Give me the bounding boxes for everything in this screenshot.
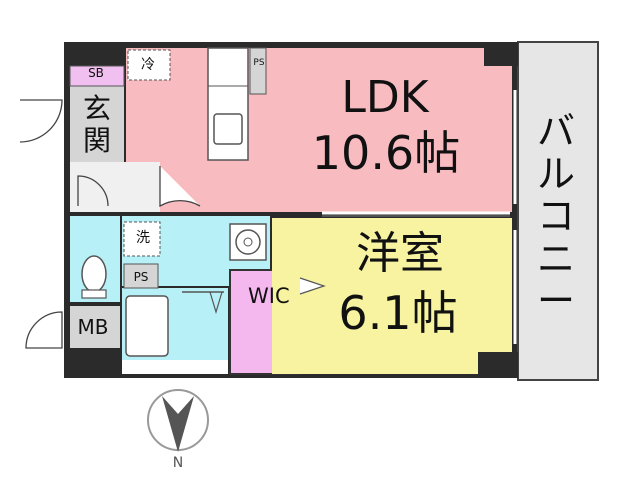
column-bottom-left (64, 350, 120, 378)
entry-door-swing (19, 99, 63, 143)
mb-door-swing (25, 311, 63, 349)
western-room-label: 洋室 (356, 228, 444, 279)
balcony-area (517, 41, 599, 381)
column-top-right (484, 42, 518, 66)
toilet-tank (81, 289, 107, 299)
ldk-label: LDK (341, 72, 429, 123)
ldk-size-label: 10.6帖 (311, 126, 461, 180)
hall-door-swing (159, 166, 201, 208)
toilet-door-swing (77, 175, 109, 207)
wic-label: WIC (248, 284, 290, 308)
washer-space (123, 221, 161, 257)
western-room (272, 218, 512, 374)
toilet-bowl (81, 255, 107, 293)
western-room-size-label: 6.1帖 (338, 286, 458, 340)
washer-label: 洗 (136, 230, 150, 246)
fridge-label: 冷 (141, 57, 155, 73)
bottom-hall (122, 360, 228, 374)
column-bottom-right (478, 352, 518, 378)
shoe-box (69, 65, 125, 87)
entrance-label: 玄関 (82, 92, 111, 158)
pipe-space-bath (123, 263, 159, 289)
bathtub (125, 295, 169, 357)
bath-door-mark (209, 291, 223, 315)
wic-door-mark (299, 277, 326, 295)
meter-box (70, 306, 120, 348)
balcony-label: バルコニー (536, 109, 575, 324)
shoe-box-label: SB (88, 66, 104, 80)
meter-box-label: MB (77, 315, 109, 339)
ldk-room (126, 48, 512, 212)
pipe-space-top (249, 47, 267, 95)
western-room-notch (302, 270, 310, 374)
pipe-space-bath-label: PS (133, 270, 149, 284)
fridge-space (127, 49, 171, 81)
kitchen-sink (213, 113, 243, 145)
wash-basin-drain (243, 237, 253, 247)
pipe-space-top-label: PS (253, 58, 265, 68)
north-arrow-icon (162, 396, 194, 452)
entrance-area (70, 86, 124, 162)
north-label: N (172, 455, 184, 471)
